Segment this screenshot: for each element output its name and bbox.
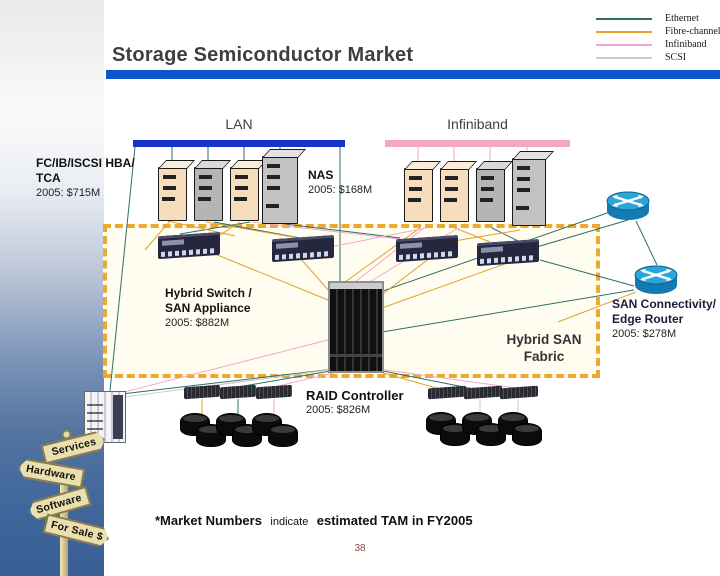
raid-controller-icon xyxy=(184,384,220,400)
server-icon xyxy=(404,168,433,222)
switch-icon xyxy=(396,234,458,263)
scsi-line-swatch xyxy=(596,56,652,59)
footnote-regular-mid: indicate xyxy=(270,516,309,528)
legend-item-fibre-channel: Fibre-channel xyxy=(596,25,720,38)
san-connectivity-line2: Edge Router xyxy=(612,312,684,326)
raid-value: 2005: $826M xyxy=(306,404,371,416)
legend-label: Ethernet xyxy=(665,13,699,24)
switch-icon xyxy=(272,234,334,263)
hba-callout: FC/IB/ISCSI HBA/ TCA 2005: $715M xyxy=(36,156,135,200)
switch-icon xyxy=(477,238,539,267)
san-connectivity-callout: SAN Connectivity/ Edge Router 2005: $278… xyxy=(612,297,716,341)
lan-bus-bar xyxy=(133,140,345,147)
legend: Ethernet Fibre-channel Infiniband SCSI xyxy=(596,12,720,64)
legend-item-infiniband: Infiniband xyxy=(596,38,720,51)
lan-group-header: LAN xyxy=(225,116,253,132)
nas-server-icon xyxy=(262,156,298,224)
router-icon xyxy=(634,265,678,294)
server-icon xyxy=(440,168,469,222)
director-chassis-icon xyxy=(328,281,384,373)
server-icon xyxy=(158,167,187,221)
legend-label: Infiniband xyxy=(665,39,707,50)
fabric-label-line2: Fabric xyxy=(523,349,565,364)
infiniband-bus-bar xyxy=(385,140,570,147)
hba-value: 2005: $715M xyxy=(36,187,101,199)
hba-title-line1: FC/IB/ISCSI HBA/ xyxy=(36,156,135,170)
nas-value: 2005: $168M xyxy=(308,184,373,196)
server-icon xyxy=(512,158,546,226)
disk-icon xyxy=(512,423,542,446)
nas-callout: NAS 2005: $168M xyxy=(308,168,372,197)
left-gradient-strip xyxy=(0,0,104,576)
fabric-label-line1: Hybrid SAN xyxy=(506,332,582,347)
hybrid-switch-value: 2005: $882M xyxy=(165,317,230,329)
disk-array-controller-icon xyxy=(500,385,538,400)
hybrid-switch-callout: Hybrid Switch / SAN Appliance 2005: $882… xyxy=(165,286,252,330)
disk-array-controller-icon xyxy=(464,385,502,400)
infiniband-line-swatch xyxy=(596,43,652,46)
hba-title-line2: TCA xyxy=(36,171,61,185)
footnote-bold-tail: estimated TAM in FY2005 xyxy=(316,513,473,528)
raid-title: RAID Controller xyxy=(306,388,404,403)
footnote: *Market Numbers indicate estimated TAM i… xyxy=(155,512,473,530)
fibre-channel-line-swatch xyxy=(596,30,652,33)
server-icon xyxy=(194,167,223,221)
hybrid-switch-line2: SAN Appliance xyxy=(165,301,251,315)
ethernet-line-swatch xyxy=(596,17,652,20)
signpost-knob xyxy=(62,430,71,439)
server-icon xyxy=(476,168,505,222)
server-icon xyxy=(230,167,259,221)
raid-controller-icon xyxy=(220,384,256,400)
router-icon xyxy=(606,191,650,220)
page-title: Storage Semiconductor Market xyxy=(112,44,414,66)
san-connectivity-line1: SAN Connectivity/ xyxy=(612,297,717,311)
nas-title: NAS xyxy=(308,168,334,182)
raid-controller-icon xyxy=(256,384,292,400)
disk-array-controller-icon xyxy=(428,385,466,400)
disk-icon xyxy=(268,424,298,447)
legend-label: Fibre-channel xyxy=(665,26,720,37)
switch-icon xyxy=(158,231,220,260)
footnote-bold-lead: *Market Numbers xyxy=(155,513,262,528)
legend-item-ethernet: Ethernet xyxy=(596,12,720,25)
infiniband-group-header: Infiniband xyxy=(447,116,508,132)
san-connectivity-value: 2005: $278M xyxy=(612,328,677,340)
hybrid-san-fabric-label: Hybrid SAN Fabric xyxy=(492,331,596,365)
page-number: 38 xyxy=(354,543,366,554)
hybrid-switch-line1: Hybrid Switch / xyxy=(165,286,252,300)
legend-label: SCSI xyxy=(665,52,687,63)
legend-item-scsi: SCSI xyxy=(596,51,720,64)
title-underline-bar xyxy=(106,70,720,79)
raid-callout: RAID Controller 2005: $826M xyxy=(306,388,404,417)
